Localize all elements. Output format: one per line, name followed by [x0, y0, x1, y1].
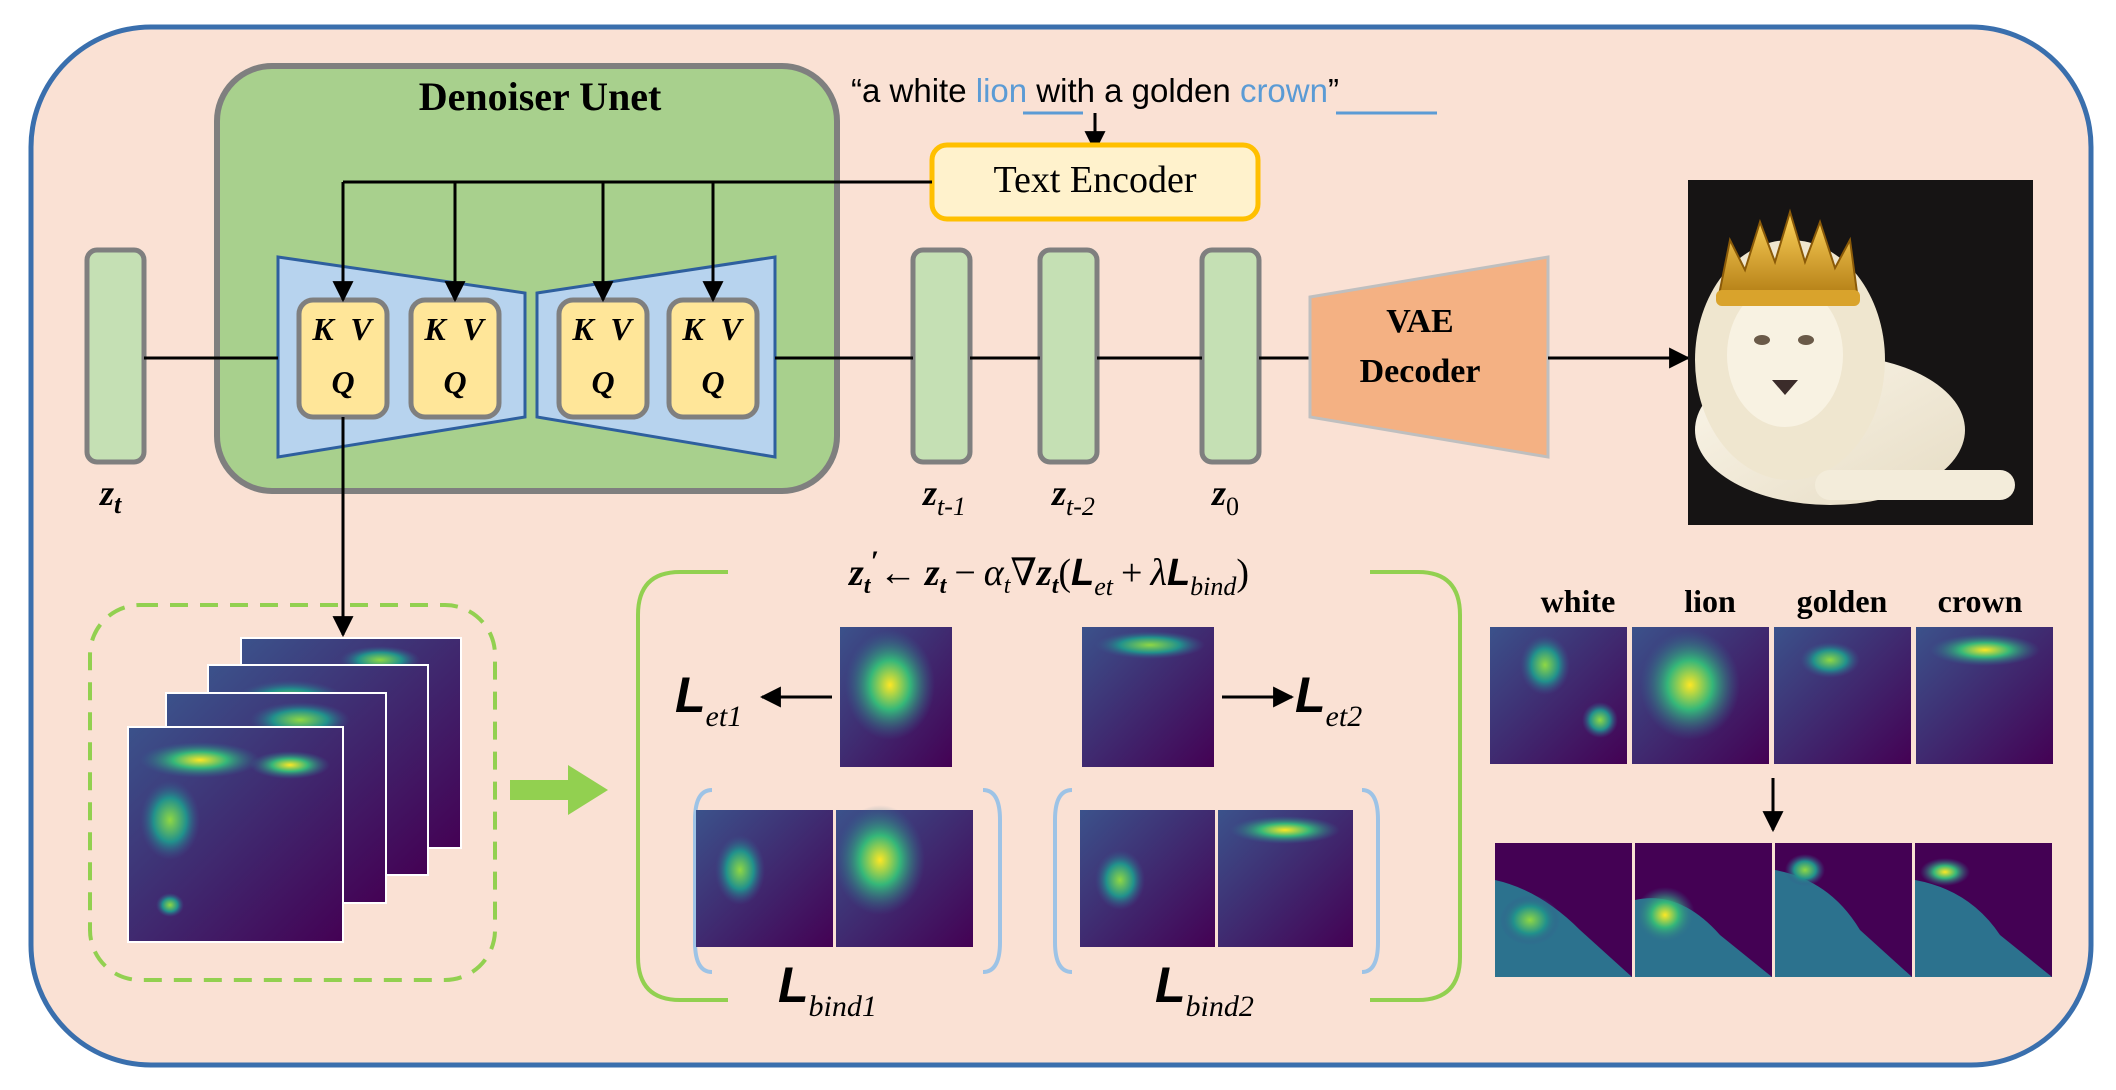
attn-q-4: Q: [701, 364, 724, 400]
prompt-part1: a white: [862, 72, 976, 109]
attention-maps-dashed-box: [88, 603, 497, 982]
et2-map: [1082, 627, 1214, 767]
et1-map: [840, 627, 952, 767]
attention-map-stack: [127, 637, 462, 943]
after-map-white: [1495, 843, 1632, 977]
before-map-lion: [1632, 627, 1769, 764]
after-map-crown: [1915, 843, 2052, 977]
loss-bind1: Lbind1: [778, 957, 877, 1023]
bind2-map-golden: [1080, 810, 1215, 947]
after-map-lion: [1635, 843, 1772, 977]
attn-q-2: Q: [443, 364, 466, 400]
latent-z0: [1199, 247, 1262, 465]
attention-block-1: K V Q: [296, 297, 390, 420]
attn-k-1: K: [311, 311, 336, 347]
attn-v-2: V: [462, 311, 486, 347]
bind1-map-white: [696, 810, 833, 947]
attention-block-3: K V Q: [556, 297, 650, 420]
prompt-open-quote: “: [851, 72, 862, 109]
attn-k-4: K: [681, 311, 706, 347]
before-map-crown: [1916, 627, 2053, 764]
attn-q-1: Q: [331, 364, 354, 400]
attn-v-1: V: [350, 311, 374, 347]
loss-bracket-right: [1370, 570, 1462, 1002]
vae-label-line1: VAE: [1386, 303, 1453, 340]
attn-v-4: V: [720, 311, 744, 347]
vae-decoder-shape: [1308, 255, 1550, 459]
token-label-golden: golden: [1797, 583, 1888, 619]
bind1-bracket-left: [693, 788, 713, 974]
loss-et1: Let1: [675, 667, 742, 733]
prompt-word-crown: crown: [1240, 72, 1328, 109]
unet-title: Denoiser Unet: [419, 74, 662, 119]
after-map-golden: [1775, 843, 1912, 977]
attn-q-3: Q: [591, 364, 614, 400]
loss-bind2: Lbind2: [1155, 957, 1254, 1023]
output-lion-image: [1688, 180, 2033, 525]
maps-to-loss-arrow: [510, 765, 608, 815]
attn-v-3: V: [610, 311, 634, 347]
token-label-crown: crown: [1938, 583, 2023, 619]
prompt-close-quote: ”: [1328, 72, 1339, 109]
bind2-bracket-right: [1361, 788, 1380, 974]
bind2-map-crown: [1218, 810, 1353, 947]
bind2-bracket-left: [1053, 788, 1073, 974]
prompt-part2: with a golden: [1027, 72, 1240, 109]
attn-k-2: K: [423, 311, 448, 347]
latent-zt-1: [910, 247, 973, 465]
bind1-bracket-right: [982, 788, 1002, 974]
vae-label-line2: Decoder: [1360, 353, 1481, 390]
token-label-white: white: [1541, 583, 1616, 619]
label-zt-2: zt-2: [1050, 473, 1095, 521]
label-zt-1: zt-1: [921, 473, 966, 521]
before-map-golden: [1774, 627, 1911, 764]
latent-zt: [84, 247, 147, 465]
text-encoder-label: Text Encoder: [993, 159, 1196, 201]
attn-k-3: K: [571, 311, 596, 347]
prompt-word-lion: lion: [976, 72, 1027, 109]
loss-bracket-left: [636, 570, 728, 1002]
before-map-white: [1490, 627, 1627, 764]
loss-et2: Let2: [1295, 667, 1362, 733]
bind1-map-lion: [835, 805, 973, 947]
latent-zt-2: [1037, 247, 1100, 465]
attention-block-2: K V Q: [408, 297, 502, 420]
label-zt: zt: [98, 473, 122, 519]
update-formula: zt′←zt−αt∇zt(Let+λLbind): [847, 545, 1249, 601]
attention-block-4: K V Q: [666, 297, 760, 420]
label-z0: z0: [1210, 473, 1239, 521]
token-label-lion: lion: [1684, 583, 1736, 619]
prompt-text: “a white lion with a golden crown”: [851, 72, 1339, 109]
